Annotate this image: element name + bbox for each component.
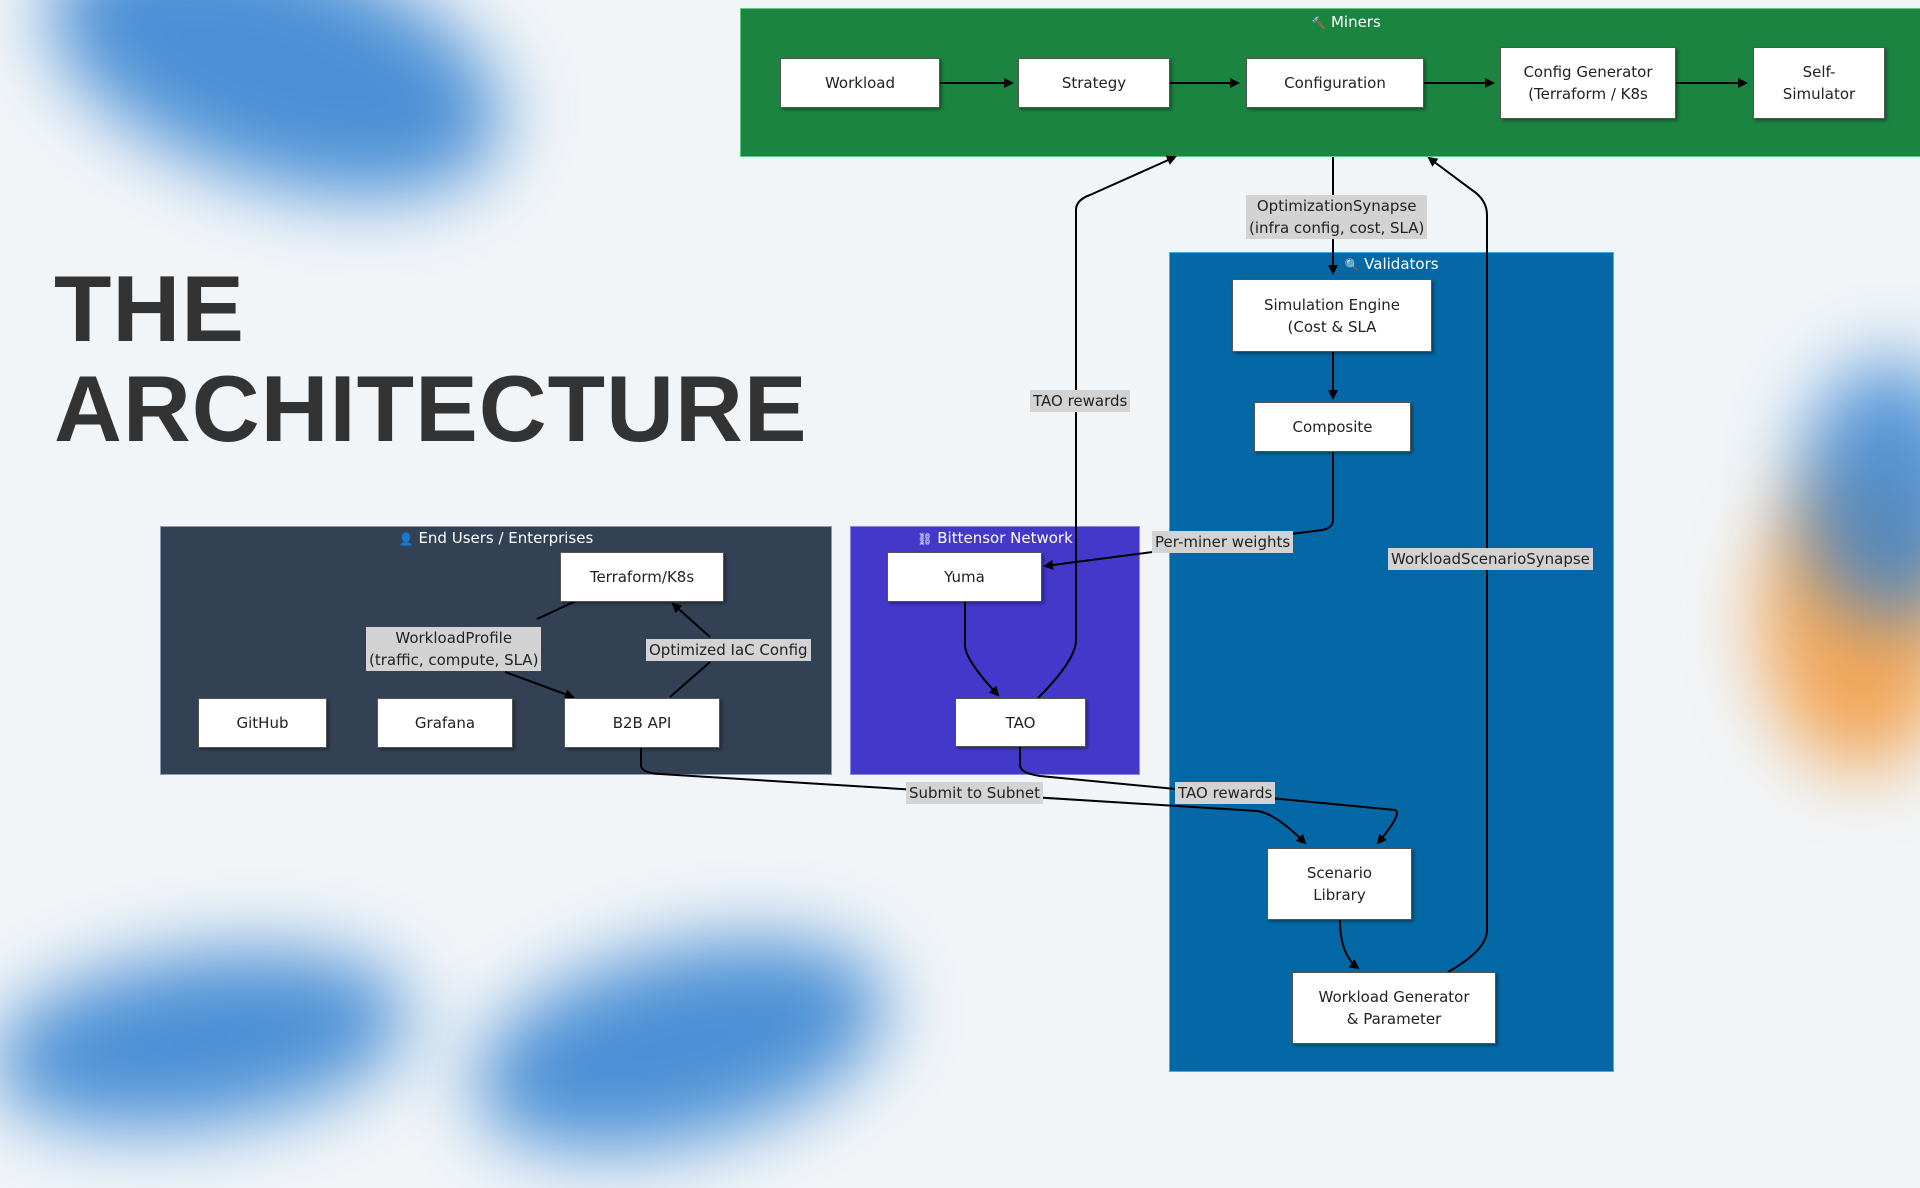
simulation-engine-node: Simulation Engine (Cost & SLA [1232,279,1432,352]
configuration-node: Configuration [1246,58,1424,108]
grafana-node: Grafana [377,698,513,748]
workload-generator-node: Workload Generator & Parameter [1292,972,1496,1044]
terraform-k8s-node: Terraform/K8s [560,552,724,602]
submit-to-subnet-label: Submit to Subnet [906,782,1043,804]
github-node: GitHub [198,698,327,748]
workload-scenario-synapse-label: WorkloadScenarioSynapse [1388,548,1593,570]
self-simulator-node: Self- Simulator [1753,47,1885,119]
yuma-node: Yuma [887,552,1042,602]
page-title-line-1: THE [54,256,245,361]
workload-node: Workload [780,58,940,108]
magnifier-icon: 🔍 [1344,258,1360,272]
end-users-region-label: 👤 End Users / Enterprises [161,529,831,547]
validators-region: 🔍 Validators [1169,252,1614,1072]
strategy-node: Strategy [1018,58,1170,108]
miners-title: Miners [1330,13,1381,31]
bittensor-title: Bittensor Network [937,529,1073,547]
chain-icon: ⛓ [917,532,933,546]
config-generator-node: Config Generator (Terraform / K8s [1500,47,1676,119]
miners-region-label: 🔨 Miners [741,13,1920,31]
composite-node: Composite [1254,402,1411,452]
background-blob-top-left [15,0,535,247]
background-blob-bottom-mid [453,902,907,1188]
scenario-library-node: Scenario Library [1267,848,1412,920]
per-miner-weights-label: Per-miner weights [1152,531,1294,553]
workload-profile-label: WorkloadProfile (traffic, compute, SLA) [366,627,542,671]
tao-rewards-up-label: TAO rewards [1030,390,1131,412]
b2b-api-node: B2B API [564,698,720,748]
page-title-line-2: ARCHITECTURE [54,356,808,461]
bittensor-region-label: ⛓ Bittensor Network [851,529,1139,547]
background-blob-bottom-left [0,926,420,1154]
optimized-iac-label: Optimized IaC Config [646,639,811,661]
optimization-synapse-label: OptimizationSynapse (infra config, cost,… [1246,195,1428,239]
tao-node: TAO [955,698,1086,747]
end-users-title: End Users / Enterprises [418,529,594,547]
hammer-icon: 🔨 [1311,16,1327,30]
validators-region-label: 🔍 Validators [1170,255,1613,273]
tao-rewards-down-label: TAO rewards [1175,782,1276,804]
user-icon: 👤 [398,532,414,546]
validators-title: Validators [1364,255,1439,273]
